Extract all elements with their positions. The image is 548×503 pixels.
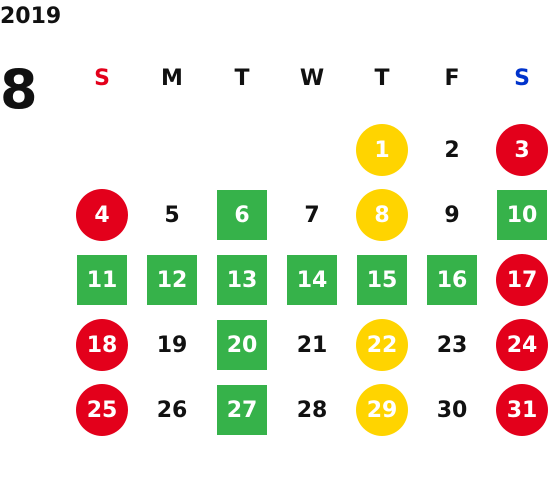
day-3[interactable]: 3 bbox=[496, 124, 548, 176]
day-31[interactable]: 31 bbox=[496, 384, 548, 436]
day-2[interactable]: 2 bbox=[444, 137, 460, 163]
day-11[interactable]: 11 bbox=[77, 255, 127, 305]
day-18[interactable]: 18 bbox=[76, 319, 128, 371]
weekday-6: S bbox=[514, 66, 530, 91]
day-8[interactable]: 8 bbox=[356, 189, 408, 241]
weekday-1: M bbox=[161, 66, 183, 91]
day-23[interactable]: 23 bbox=[436, 332, 468, 358]
day-1[interactable]: 1 bbox=[356, 124, 408, 176]
day-10[interactable]: 10 bbox=[497, 190, 547, 240]
day-16[interactable]: 16 bbox=[427, 255, 477, 305]
day-14[interactable]: 14 bbox=[287, 255, 337, 305]
day-20[interactable]: 20 bbox=[217, 320, 267, 370]
weekday-0: S bbox=[94, 66, 110, 91]
weekday-2: T bbox=[234, 66, 250, 91]
day-7[interactable]: 7 bbox=[304, 202, 320, 228]
day-6[interactable]: 6 bbox=[217, 190, 267, 240]
day-9[interactable]: 9 bbox=[444, 202, 460, 228]
day-22[interactable]: 22 bbox=[356, 319, 408, 371]
day-13[interactable]: 13 bbox=[217, 255, 267, 305]
month-label: 8 bbox=[0, 58, 38, 121]
day-29[interactable]: 29 bbox=[356, 384, 408, 436]
day-19[interactable]: 19 bbox=[156, 332, 188, 358]
day-28[interactable]: 28 bbox=[296, 397, 328, 423]
day-17[interactable]: 17 bbox=[496, 254, 548, 306]
day-21[interactable]: 21 bbox=[296, 332, 328, 358]
day-4[interactable]: 4 bbox=[76, 189, 128, 241]
weekday-4: T bbox=[374, 66, 390, 91]
day-25[interactable]: 25 bbox=[76, 384, 128, 436]
day-30[interactable]: 30 bbox=[436, 397, 468, 423]
weekday-5: F bbox=[444, 66, 460, 91]
day-5[interactable]: 5 bbox=[164, 202, 180, 228]
day-24[interactable]: 24 bbox=[496, 319, 548, 371]
day-26[interactable]: 26 bbox=[156, 397, 188, 423]
year-label: 2019 bbox=[0, 4, 62, 29]
day-27[interactable]: 27 bbox=[217, 385, 267, 435]
day-12[interactable]: 12 bbox=[147, 255, 197, 305]
weekday-3: W bbox=[299, 66, 325, 91]
day-15[interactable]: 15 bbox=[357, 255, 407, 305]
